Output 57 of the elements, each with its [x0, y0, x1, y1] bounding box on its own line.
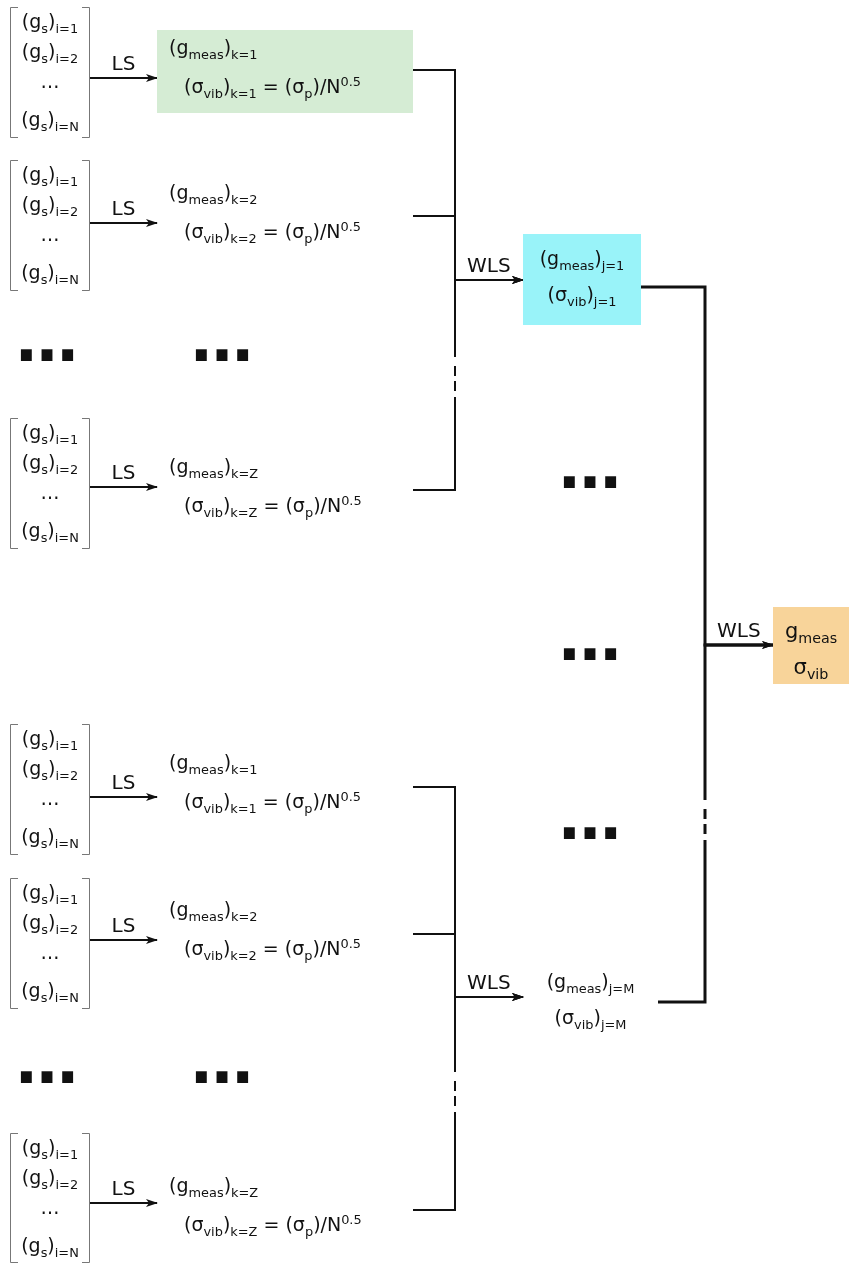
formula-text: (g$_{s}$)$_{i=1}$: [20, 420, 80, 444]
ellipsis: …: [559, 798, 621, 838]
formula-text: …: [39, 480, 61, 504]
formula-text: (g$_{s}$)$_{i=2}$: [20, 756, 80, 780]
arrow: [89, 936, 158, 944]
bracketed-list: [10, 418, 90, 549]
formula-text: (g$_{meas}$)$_{k=Z}$: [169, 454, 259, 478]
arrow: [89, 793, 158, 801]
formula-text: (g$_{s}$)$_{i=1}$: [20, 162, 80, 186]
formula-text: …: [39, 786, 61, 810]
formula-text: (g$_{s}$)$_{i=2}$: [20, 910, 80, 934]
result-box: [523, 234, 641, 325]
bracketed-list: [10, 160, 90, 291]
formula-text: (g$_{meas}$)$_{k=1}$: [169, 750, 258, 774]
formula-text: (g$_{s}$)$_{i=2}$: [20, 1165, 80, 1189]
ellipsis: …: [191, 320, 253, 360]
formula-text: (g$_{s}$)$_{i=N}$: [20, 824, 80, 848]
result-box: [157, 30, 413, 113]
formula-text: …: [39, 222, 61, 246]
result-box: [773, 607, 849, 684]
formula-text: (g$_{meas}$)$_{k=Z}$: [169, 1173, 259, 1197]
formula-text: (g$_{s}$)$_{i=N}$: [20, 260, 80, 284]
bracketed-list: [10, 724, 90, 855]
formula-text: (g$_{s}$)$_{i=1}$: [20, 1135, 80, 1159]
arrow: [89, 219, 158, 227]
arrow: [89, 74, 158, 82]
formula-text: (g$_{meas}$)$_{k=2}$: [169, 180, 258, 204]
ellipsis: …: [16, 320, 78, 360]
formula-text: (g$_{s}$)$_{i=1}$: [20, 726, 80, 750]
formula-text: g$_{meas}$: [783, 619, 839, 643]
formula-text: (g$_{meas}$)$_{k=1}$: [169, 35, 258, 59]
formula-text: (g$_{s}$)$_{i=1}$: [20, 880, 80, 904]
bracketed-list: [10, 1133, 90, 1263]
formula-text: (g$_{s}$)$_{i=2}$: [20, 192, 80, 216]
formula-text: (g$_{s}$)$_{i=N}$: [20, 518, 80, 542]
ellipsis: …: [559, 619, 621, 659]
formula-text: (g$_{s}$)$_{i=N}$: [20, 107, 80, 131]
formula-text: (g$_{s}$)$_{i=N}$: [20, 1233, 80, 1257]
formula-text: σ$_{vib}$: [792, 655, 830, 679]
formula-text: (g$_{meas}$)$_{k=2}$: [169, 897, 258, 921]
ellipsis: …: [191, 1042, 253, 1082]
formula-text: (g$_{s}$)$_{i=1}$: [20, 9, 80, 33]
merge-connector: [412, 993, 524, 1211]
formula-text: (g$_{s}$)$_{i=2}$: [20, 450, 80, 474]
ellipsis: …: [559, 447, 621, 487]
ellipsis: …: [16, 1042, 78, 1082]
bracketed-list: [10, 7, 90, 138]
arrow: [89, 1199, 158, 1207]
formula-text: …: [39, 69, 61, 93]
formula-text: …: [39, 1195, 61, 1219]
merge-connector: [412, 276, 524, 491]
bracketed-list: [10, 878, 90, 1009]
formula-text: (g$_{s}$)$_{i=2}$: [20, 39, 80, 63]
formula-text: …: [39, 940, 61, 964]
merge-connector: [658, 641, 774, 1004]
arrow: [89, 483, 158, 491]
formula-text: (g$_{s}$)$_{i=N}$: [20, 978, 80, 1002]
